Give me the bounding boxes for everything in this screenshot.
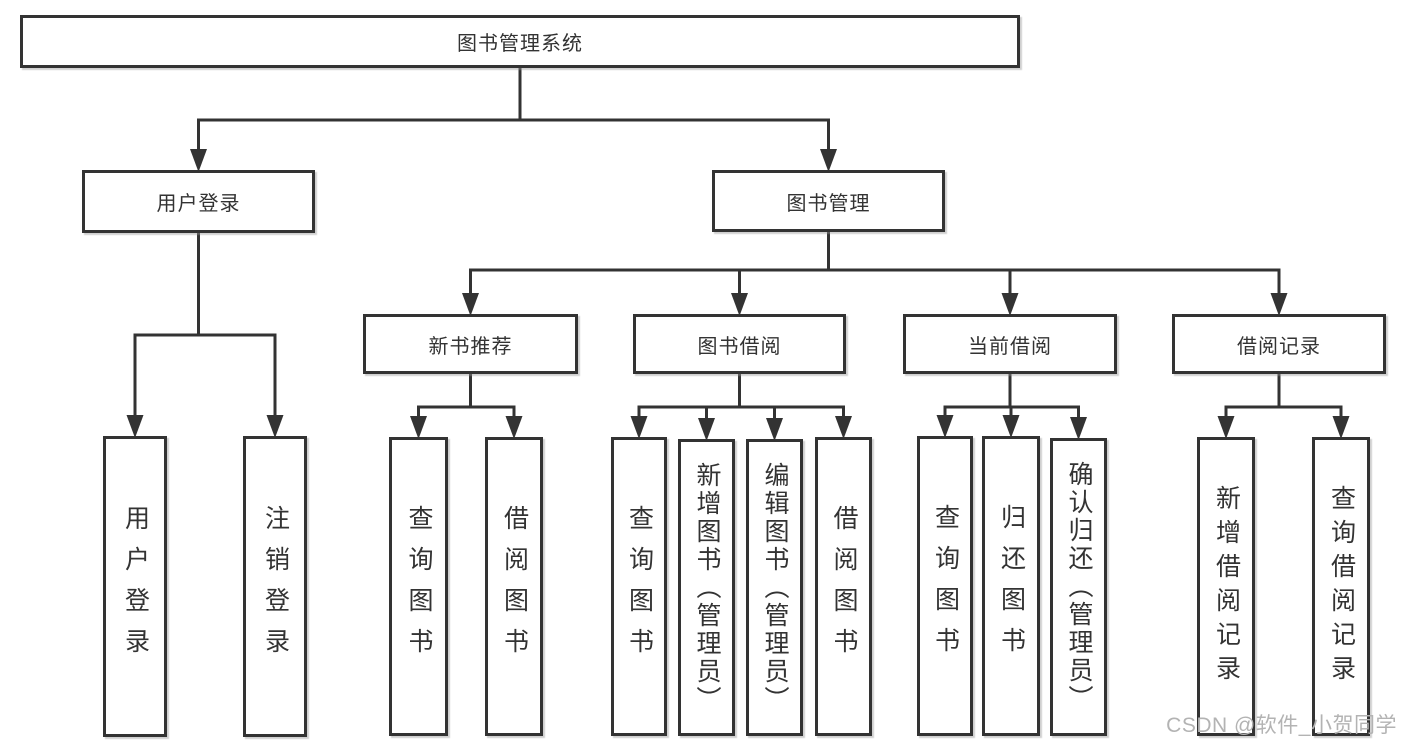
- node-label-book-mgmt: 图书管理: [786, 192, 871, 215]
- arrowhead-icon: [1332, 416, 1350, 439]
- node-leaf-query-borrow-record: 查询借阅记录: [1312, 437, 1370, 736]
- node-leaf-logout: 注销登录: [243, 436, 307, 737]
- node-label-leaf-add-borrow-record: 新增借阅记录: [1212, 484, 1241, 689]
- node-label-leaf-user-login: 用户登录: [121, 504, 150, 669]
- node-leaf-borrow-book: 借阅图书: [815, 437, 872, 736]
- arrowhead-icon: [462, 293, 479, 316]
- node-leaf-edit-book: 编辑图书（管理员）: [746, 439, 803, 736]
- node-new-book-rec: 新书推荐: [363, 314, 578, 374]
- node-leaf-add-book: 新增图书（管理员）: [678, 439, 735, 736]
- watermark: CSDN @软件_小贺同学: [1166, 714, 1397, 737]
- node-leaf-borrow-book-rec: 借阅图书: [485, 437, 543, 736]
- arrowhead-icon: [266, 415, 284, 438]
- node-label-leaf-return-book: 归还图书: [997, 504, 1026, 668]
- node-root: 图书管理系统: [20, 15, 1020, 68]
- node-label-leaf-query-book-borrow: 查询图书: [625, 504, 654, 669]
- arrowhead-icon: [820, 149, 837, 172]
- node-label-leaf-query-book-current: 查询图书: [931, 504, 960, 668]
- node-label-leaf-edit-book: 编辑图书（管理员）: [761, 461, 789, 714]
- node-label-leaf-confirm-return: 确认归还（管理员）: [1065, 461, 1093, 713]
- node-leaf-query-book-borrow: 查询图书: [611, 437, 667, 736]
- node-label-current-borrow: 当前借阅: [968, 335, 1052, 358]
- arrowhead-icon: [766, 418, 783, 441]
- arrowhead-icon: [1001, 293, 1019, 316]
- arrowhead-icon: [835, 416, 852, 439]
- node-leaf-user-login: 用户登录: [103, 436, 167, 737]
- arrowhead-icon: [698, 418, 715, 441]
- arrowhead-icon: [1217, 416, 1235, 439]
- node-label-book-borrow: 图书借阅: [697, 335, 782, 358]
- node-leaf-return-book: 归还图书: [982, 436, 1040, 736]
- node-label-leaf-query-book-rec: 查询图书: [405, 504, 433, 669]
- arrowhead-icon: [505, 416, 523, 439]
- node-label-borrow-record: 借阅记录: [1237, 335, 1321, 358]
- arrowhead-icon: [1270, 293, 1288, 316]
- node-label-leaf-query-borrow-record: 查询借阅记录: [1327, 484, 1356, 689]
- node-label-user-login: 用户登录: [156, 193, 241, 215]
- node-book-borrow: 图书借阅: [633, 314, 846, 374]
- node-label-leaf-borrow-book: 借阅图书: [830, 504, 858, 669]
- arrowhead-icon: [936, 415, 954, 438]
- node-label-root: 图书管理系统: [457, 33, 583, 55]
- node-label-leaf-logout: 注销登录: [261, 504, 290, 669]
- node-leaf-query-book-rec: 查询图书: [389, 437, 448, 736]
- arrowhead-icon: [190, 149, 207, 172]
- node-leaf-confirm-return: 确认归还（管理员）: [1050, 438, 1107, 736]
- arrowhead-icon: [410, 416, 427, 439]
- arrowhead-icon: [1070, 417, 1087, 440]
- node-leaf-query-book-current: 查询图书: [917, 436, 973, 736]
- arrowhead-icon: [630, 416, 648, 439]
- node-book-mgmt: 图书管理: [712, 170, 945, 232]
- arrowhead-icon: [1002, 415, 1020, 438]
- node-label-leaf-add-book: 新增图书（管理员）: [693, 461, 721, 714]
- node-borrow-record: 借阅记录: [1172, 314, 1386, 374]
- node-label-leaf-borrow-book-rec: 借阅图书: [500, 504, 529, 669]
- node-user-login: 用户登录: [82, 170, 315, 233]
- node-current-borrow: 当前借阅: [903, 314, 1117, 374]
- node-leaf-add-borrow-record: 新增借阅记录: [1197, 437, 1255, 736]
- node-label-new-book-rec: 新书推荐: [428, 335, 513, 358]
- arrowhead-icon: [126, 415, 144, 438]
- arrowhead-icon: [731, 293, 748, 316]
